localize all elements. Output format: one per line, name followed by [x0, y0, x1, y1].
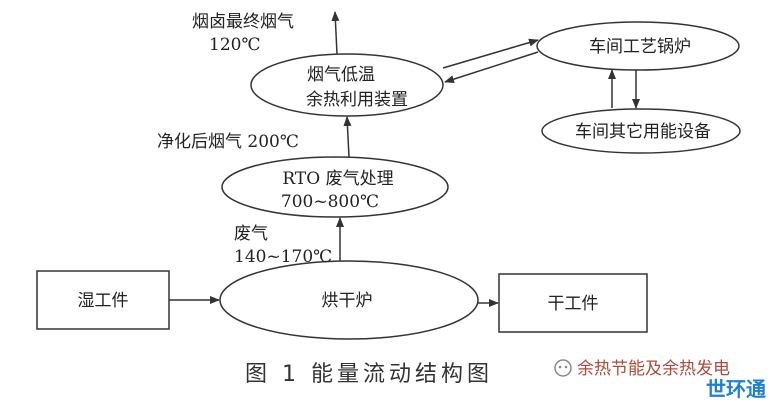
recovery-ellipse [250, 53, 444, 117]
purified-flue-label: 净化后烟气 200℃ [157, 132, 299, 152]
arrow-rto-to-recovery [343, 116, 352, 158]
other-equipment-label: 车间其它用能设备 [575, 122, 711, 142]
oven-ellipse [219, 260, 479, 340]
rto-label-line2: 700~800℃ [281, 192, 379, 212]
boiler-label: 车间工艺锅炉 [589, 37, 691, 57]
watermark: 余热节能及余热发电 世环通 [554, 359, 766, 401]
arrow-recovery-to-stack [331, 11, 340, 55]
watermark-logo: 世环通 [706, 377, 766, 401]
final-flue-label-line2: 120℃ [209, 35, 260, 55]
exhaust-label-line1: 废气 [234, 224, 268, 244]
arrow-boiler-to-recovery [444, 51, 539, 84]
wet-workpiece-label: 湿工件 [78, 291, 129, 311]
dry-workpiece-label: 干工件 [548, 294, 599, 314]
wechat-icon [554, 359, 572, 377]
rto-ellipse [221, 156, 449, 218]
exhaust-label-line2: 140~170℃ [234, 247, 332, 267]
watermark-text: 余热节能及余热发电 [577, 359, 730, 379]
oven-label: 烘干炉 [322, 291, 373, 311]
final-flue-label-line1: 烟卤最终烟气 [192, 12, 294, 32]
rto-label-line1: RTO 废气处理 [282, 169, 393, 189]
other-equipment-ellipse [541, 108, 741, 154]
recovery-label-line2: 余热利用装置 [306, 90, 408, 110]
wet-workpiece-box [36, 270, 170, 330]
recovery-label-line1: 烟气低温 [307, 65, 375, 85]
arrow-recovery-to-boiler [442, 38, 539, 69]
dry-workpiece-box [498, 273, 648, 333]
figure-caption: 图 1 能量流动结构图 [245, 362, 493, 387]
